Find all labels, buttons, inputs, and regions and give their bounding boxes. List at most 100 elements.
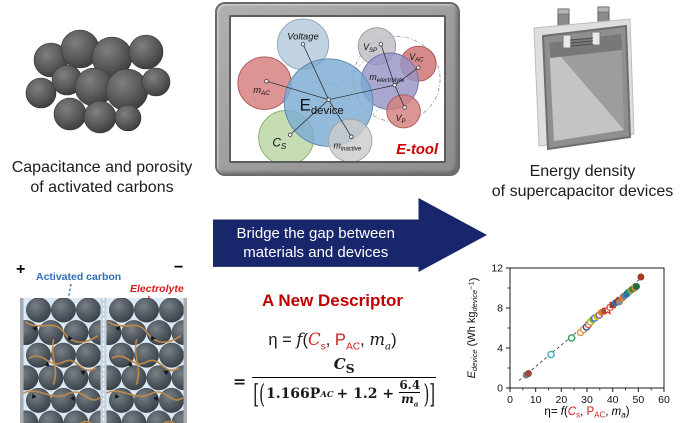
etool-label: E-tool (396, 142, 439, 158)
device-caption: Energy density of supercapacitor devices (480, 162, 685, 203)
formula-coef: 1.166 (265, 385, 310, 402)
y-tick-label: 0 (497, 383, 503, 395)
scatter-point (547, 350, 555, 359)
venn-link (328, 99, 352, 137)
formula-ma: m (401, 392, 414, 407)
carbon-sphere-texture (54, 98, 86, 130)
venn-bubble-m-inactive (328, 118, 373, 161)
device-section (518, 6, 648, 163)
venn-bubble-v-p (386, 94, 421, 129)
venn-node-dot (402, 105, 407, 110)
materials-caption-line1: Capacitance and porosity (11, 159, 193, 176)
venn-label-e-device: Edevice (300, 96, 344, 118)
plus-terminal-label: + (16, 261, 25, 278)
venn-label-m-ac: mAC (253, 85, 270, 97)
ion-arrow (115, 326, 121, 332)
device-caption-line1: Energy density (529, 163, 636, 180)
electrode-carbon-sphere-texture (106, 320, 122, 345)
electrode-carbon-sphere-texture (159, 298, 184, 323)
electrode-carbon-sphere-texture (134, 343, 159, 368)
venn-node-dot (300, 42, 306, 47)
carbon-sphere-texture (106, 69, 148, 111)
y-tick-label: 8 (497, 303, 503, 315)
x-tick-label: 10 (530, 394, 542, 406)
formula-cs-sub: S (345, 361, 355, 376)
electrode-carbon-sphere-texture (76, 298, 101, 323)
venn-node-dot (349, 134, 354, 139)
formula-inner-num: 6.4 (399, 378, 421, 392)
venn-link (394, 67, 419, 86)
electrode-carbon-sphere-texture (121, 365, 147, 390)
eq-var-pac-sub: AC (345, 341, 361, 353)
ion-arrow (44, 361, 50, 367)
ion-arrow (114, 393, 120, 399)
electrolyte-path (106, 390, 184, 401)
carbon-sphere-texture (84, 101, 116, 133)
x-axis-label: η= f(Cs, PAC, ma) (544, 406, 629, 420)
electrolyte-path (51, 339, 57, 385)
y-tick-label: 4 (497, 343, 503, 355)
descriptor-equation: η = f(Cs, PAC, ma) (235, 330, 430, 352)
venn-label-v-ac: VAC (409, 52, 424, 64)
electrode-carbon-sphere-texture (106, 365, 122, 390)
carbon-sphere-texture (52, 65, 82, 95)
electrode-carbon-sphere-texture (23, 320, 39, 345)
carbon-sphere-texture (115, 105, 141, 131)
eq-var-pac: P (334, 331, 346, 349)
electrolyte-label: Electrolyte (130, 283, 184, 295)
x-tick-label: 40 (607, 394, 619, 406)
electrode-carbon-sphere-texture (159, 388, 184, 413)
electrode-carbon-sphere-texture (76, 343, 101, 368)
electrode-carbon-sphere-texture (26, 343, 51, 368)
formula-equals: = (232, 372, 247, 392)
left-current-collector (20, 298, 24, 423)
electrode-carbon-sphere-texture (38, 410, 64, 423)
ion-arrow (127, 361, 133, 367)
ion-arrow (80, 370, 86, 376)
venn-link (302, 44, 329, 100)
carbon-sphere-texture (75, 68, 113, 106)
scatter-point (525, 370, 532, 377)
electrode-carbon-sphere-texture (121, 320, 147, 345)
electrode-carbon-sphere-texture (63, 410, 89, 423)
right-cell-contents (106, 298, 184, 423)
activated-carbon-label: Activated carbon (36, 271, 121, 283)
electrode-carbon-sphere-texture (38, 320, 64, 345)
formula-right-bracket: )] (423, 378, 436, 410)
eq-comma1: , (325, 331, 335, 349)
electrode-carbon-sphere-texture (88, 365, 101, 390)
venn-bubble-m-ac (237, 56, 292, 110)
venn-node-dot (378, 42, 384, 47)
x-tick-label: 20 (555, 394, 567, 406)
venn-link (328, 84, 395, 101)
electrode-carbon-sphere-texture (171, 365, 184, 390)
formula-pac-sub: AC (320, 388, 334, 399)
formula-cs: C (333, 355, 346, 373)
electrode-carbon-sphere-texture (88, 410, 101, 423)
electrode-carbon-sphere-texture (106, 410, 122, 423)
electrolyte-path (28, 355, 97, 372)
scatter-point (637, 273, 645, 281)
bridge-arrow-text: Bridge the gap between materials and dev… (213, 219, 419, 266)
venn-node-dot (264, 79, 269, 84)
venn-link (289, 99, 329, 135)
electrolyte-path (111, 355, 180, 372)
carbon-sphere-texture (92, 37, 132, 77)
electrolyte-path (107, 321, 182, 344)
venn-link (394, 84, 405, 108)
activated-carbon-cluster-image (25, 29, 171, 134)
device-caption-line2: of supercapacitor devices (491, 183, 674, 201)
formula-pac: P (309, 385, 321, 402)
electrode-carbon-sphere-texture (38, 365, 64, 390)
eq-open-paren: ( (302, 331, 309, 349)
bridge-arrow: Bridge the gap between materials and dev… (213, 198, 487, 272)
electrode-carbon-sphere-texture (146, 410, 172, 423)
eq-var-ma: m (369, 330, 385, 349)
left-cell-contents (23, 298, 101, 423)
minus-terminal-label: − (174, 259, 183, 276)
